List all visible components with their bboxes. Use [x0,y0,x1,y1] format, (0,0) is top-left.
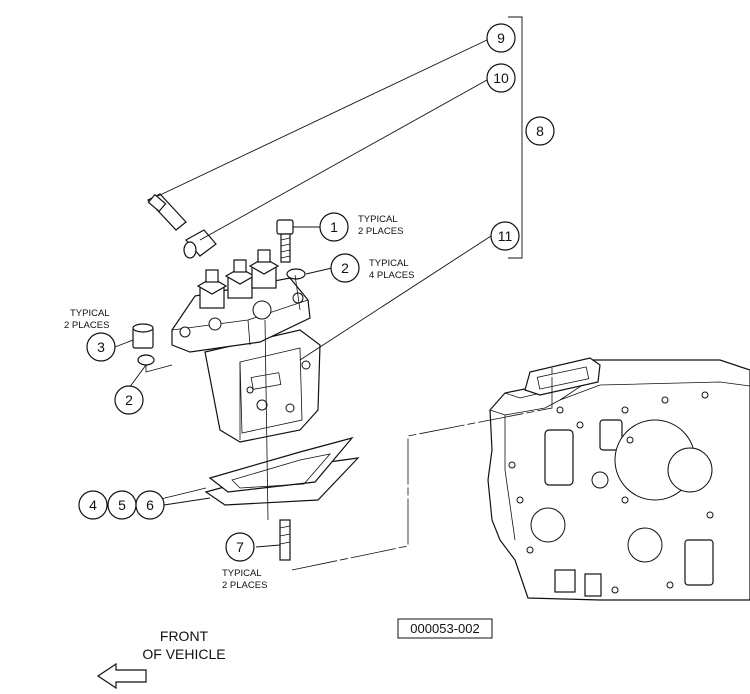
callout-6: 6 [135,490,165,520]
part-3-nut [132,323,154,349]
part-9-bleed-screw [147,193,187,231]
leader-lines [114,16,523,548]
svg-text:2 PLACES: 2 PLACES [358,226,403,237]
part-2-washer-lower [137,354,155,366]
part-10-banjo-fitting [183,229,217,259]
svg-text:2: 2 [341,260,349,276]
svg-text:6: 6 [146,497,154,513]
svg-text:OF VEHICLE: OF VEHICLE [142,646,225,662]
callout-1: 1 [319,212,349,242]
assembly-path [291,368,553,571]
svg-text:FRONT: FRONT [160,628,209,644]
front-of-vehicle-label: FRONT OF VEHICLE [142,628,225,662]
svg-text:9: 9 [497,30,505,46]
engine-block [487,357,750,601]
reference-code-box: 000053-002 [397,618,493,639]
callout-5: 5 [107,490,137,520]
callout-2-lower: 2 [114,385,144,415]
svg-text:7: 7 [236,539,244,555]
arrow-left-icon [96,662,147,690]
part-7-stud [279,519,291,561]
svg-text:2 PLACES: 2 PLACES [222,580,267,591]
svg-text:TYPICAL: TYPICAL [222,568,262,579]
note-item-1: TYPICAL 2 PLACES [358,214,403,237]
note-item-7: TYPICAL 2 PLACES [222,568,267,591]
svg-text:1: 1 [330,219,338,235]
svg-text:000053-002: 000053-002 [410,621,479,636]
svg-text:TYPICAL: TYPICAL [70,308,110,319]
svg-text:TYPICAL: TYPICAL [369,258,409,269]
svg-text:4 PLACES: 4 PLACES [369,270,414,281]
svg-text:TYPICAL: TYPICAL [358,214,398,225]
gaskets [204,436,360,506]
injection-pump [171,249,321,443]
svg-text:4: 4 [89,497,97,513]
svg-text:2 PLACES: 2 PLACES [64,320,109,331]
svg-text:8: 8 [536,123,544,139]
svg-text:3: 3 [97,339,105,355]
note-item-3: TYPICAL 2 PLACES [64,308,110,331]
callout-9: 9 [486,23,516,53]
callout-11: 11 [490,221,520,251]
callout-10: 10 [486,63,516,93]
part-2-washer [286,268,306,280]
callout-7: 7 [225,532,255,562]
note-item-2: TYPICAL 4 PLACES [369,258,414,281]
svg-text:10: 10 [493,70,509,86]
callout-8: 8 [525,116,555,146]
callout-3: 3 [86,332,116,362]
svg-text:2: 2 [125,392,133,408]
svg-text:11: 11 [498,228,513,244]
callout-2-upper: 2 [330,253,360,283]
svg-text:5: 5 [118,497,126,513]
part-1-bolt [276,219,294,263]
callout-4: 4 [78,490,108,520]
